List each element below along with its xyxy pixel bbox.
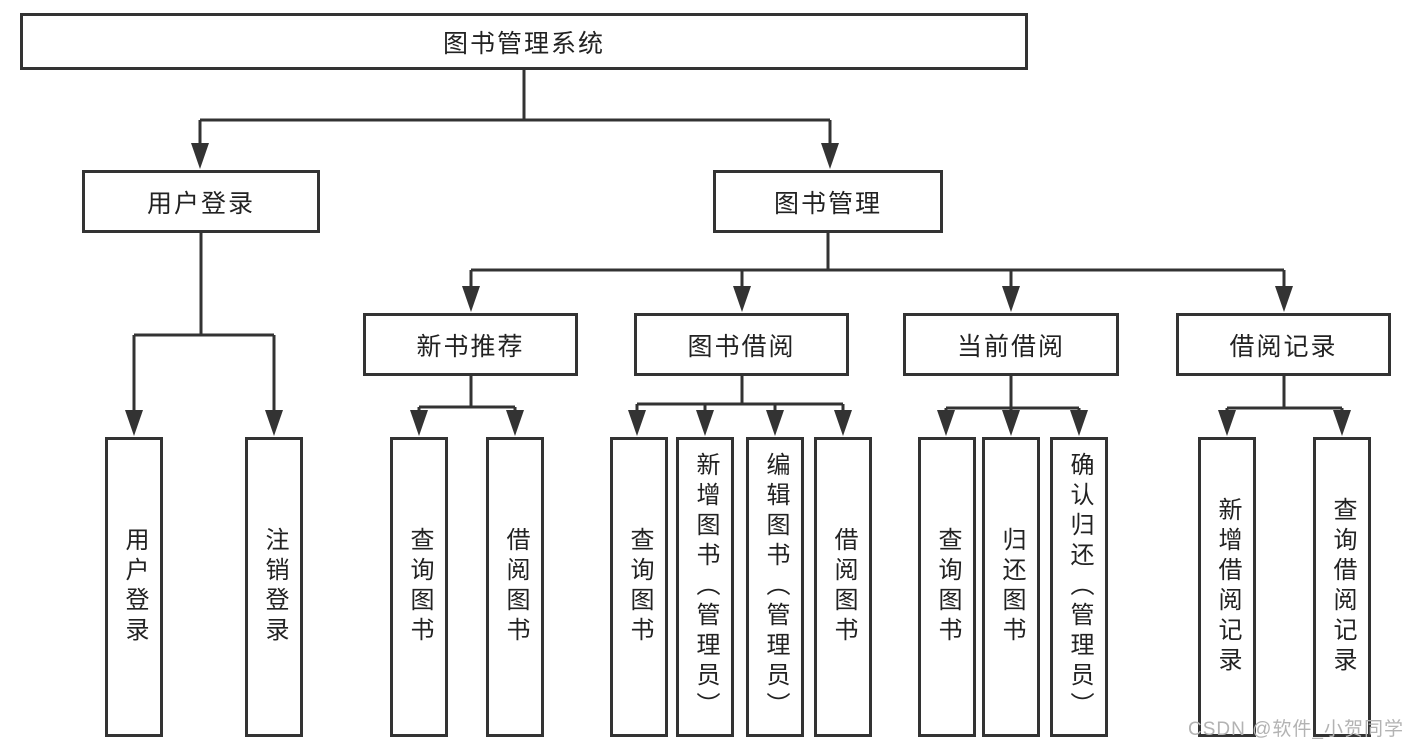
node-user-login-label: 用户登录: [146, 189, 255, 218]
watermark: CSDN @软件_小贺同学: [1188, 719, 1404, 740]
connector-user-login: [132, 233, 276, 412]
node-book-management-label: 图书管理: [773, 189, 882, 218]
node-borrow-records: 借阅记录: [1176, 313, 1391, 376]
leaf-recommend-borrow-book: 借阅图书: [486, 437, 544, 737]
connector-current-borrow: [944, 376, 1081, 414]
leaf-borrow-add-book-admin-label: 新增图书（管理员）: [692, 452, 719, 722]
leaf-recommend-query-book: 查询图书: [390, 437, 448, 737]
leaf-records-query-record-label: 查询借阅记录: [1329, 497, 1356, 677]
leaf-current-return-book-label: 归还图书: [998, 527, 1025, 647]
leaf-recommend-query-book-label: 查询图书: [406, 527, 433, 647]
node-current-borrow: 当前借阅: [903, 313, 1119, 376]
leaf-records-add-record: 新增借阅记录: [1198, 437, 1256, 737]
leaf-current-return-book: 归还图书: [982, 437, 1040, 737]
connector-borrow-records: [1225, 376, 1344, 414]
leaf-borrow-borrow-book: 借阅图书: [814, 437, 872, 737]
arrowheads: [125, 143, 1351, 436]
leaf-recommend-borrow-book-label: 借阅图书: [502, 527, 529, 647]
leaf-borrow-borrow-book-label: 借阅图书: [830, 527, 857, 647]
leaf-current-query-book-label: 查询图书: [934, 527, 961, 647]
node-book-borrow-label: 图书借阅: [687, 332, 796, 361]
connector-new-book-recommend: [417, 376, 517, 414]
connector-book-borrow: [635, 376, 845, 412]
leaf-user-login: 用户登录: [105, 437, 163, 737]
leaf-borrow-query-book: 查询图书: [610, 437, 668, 737]
leaf-borrow-edit-book-admin-label: 编辑图书（管理员）: [762, 452, 789, 722]
leaf-current-confirm-return-admin-label: 确认归还（管理员）: [1066, 452, 1093, 722]
leaf-current-confirm-return-admin: 确认归还（管理员）: [1050, 437, 1108, 737]
node-book-borrow: 图书借阅: [634, 313, 849, 376]
node-borrow-records-label: 借阅记录: [1229, 332, 1338, 361]
leaf-logout-label: 注销登录: [261, 527, 288, 647]
node-user-login: 用户登录: [82, 170, 320, 233]
node-new-book-recommend: 新书推荐: [363, 313, 578, 376]
node-current-borrow-label: 当前借阅: [956, 332, 1065, 361]
connector-root: [198, 70, 832, 146]
node-new-book-recommend-label: 新书推荐: [416, 332, 525, 361]
leaf-borrow-edit-book-admin: 编辑图书（管理员）: [746, 437, 804, 737]
node-root-label: 图书管理系统: [442, 29, 605, 58]
leaf-logout: 注销登录: [245, 437, 303, 737]
leaf-borrow-add-book-admin: 新增图书（管理员）: [676, 437, 734, 737]
leaf-current-query-book: 查询图书: [918, 437, 976, 737]
leaf-records-query-record: 查询借阅记录: [1313, 437, 1371, 737]
connector-book-management: [469, 233, 1286, 288]
leaf-borrow-query-book-label: 查询图书: [626, 527, 653, 647]
node-root: 图书管理系统: [20, 13, 1028, 70]
leaf-records-add-record-label: 新增借阅记录: [1214, 497, 1241, 677]
leaf-user-login-label: 用户登录: [121, 527, 148, 647]
node-book-management: 图书管理: [713, 170, 943, 233]
